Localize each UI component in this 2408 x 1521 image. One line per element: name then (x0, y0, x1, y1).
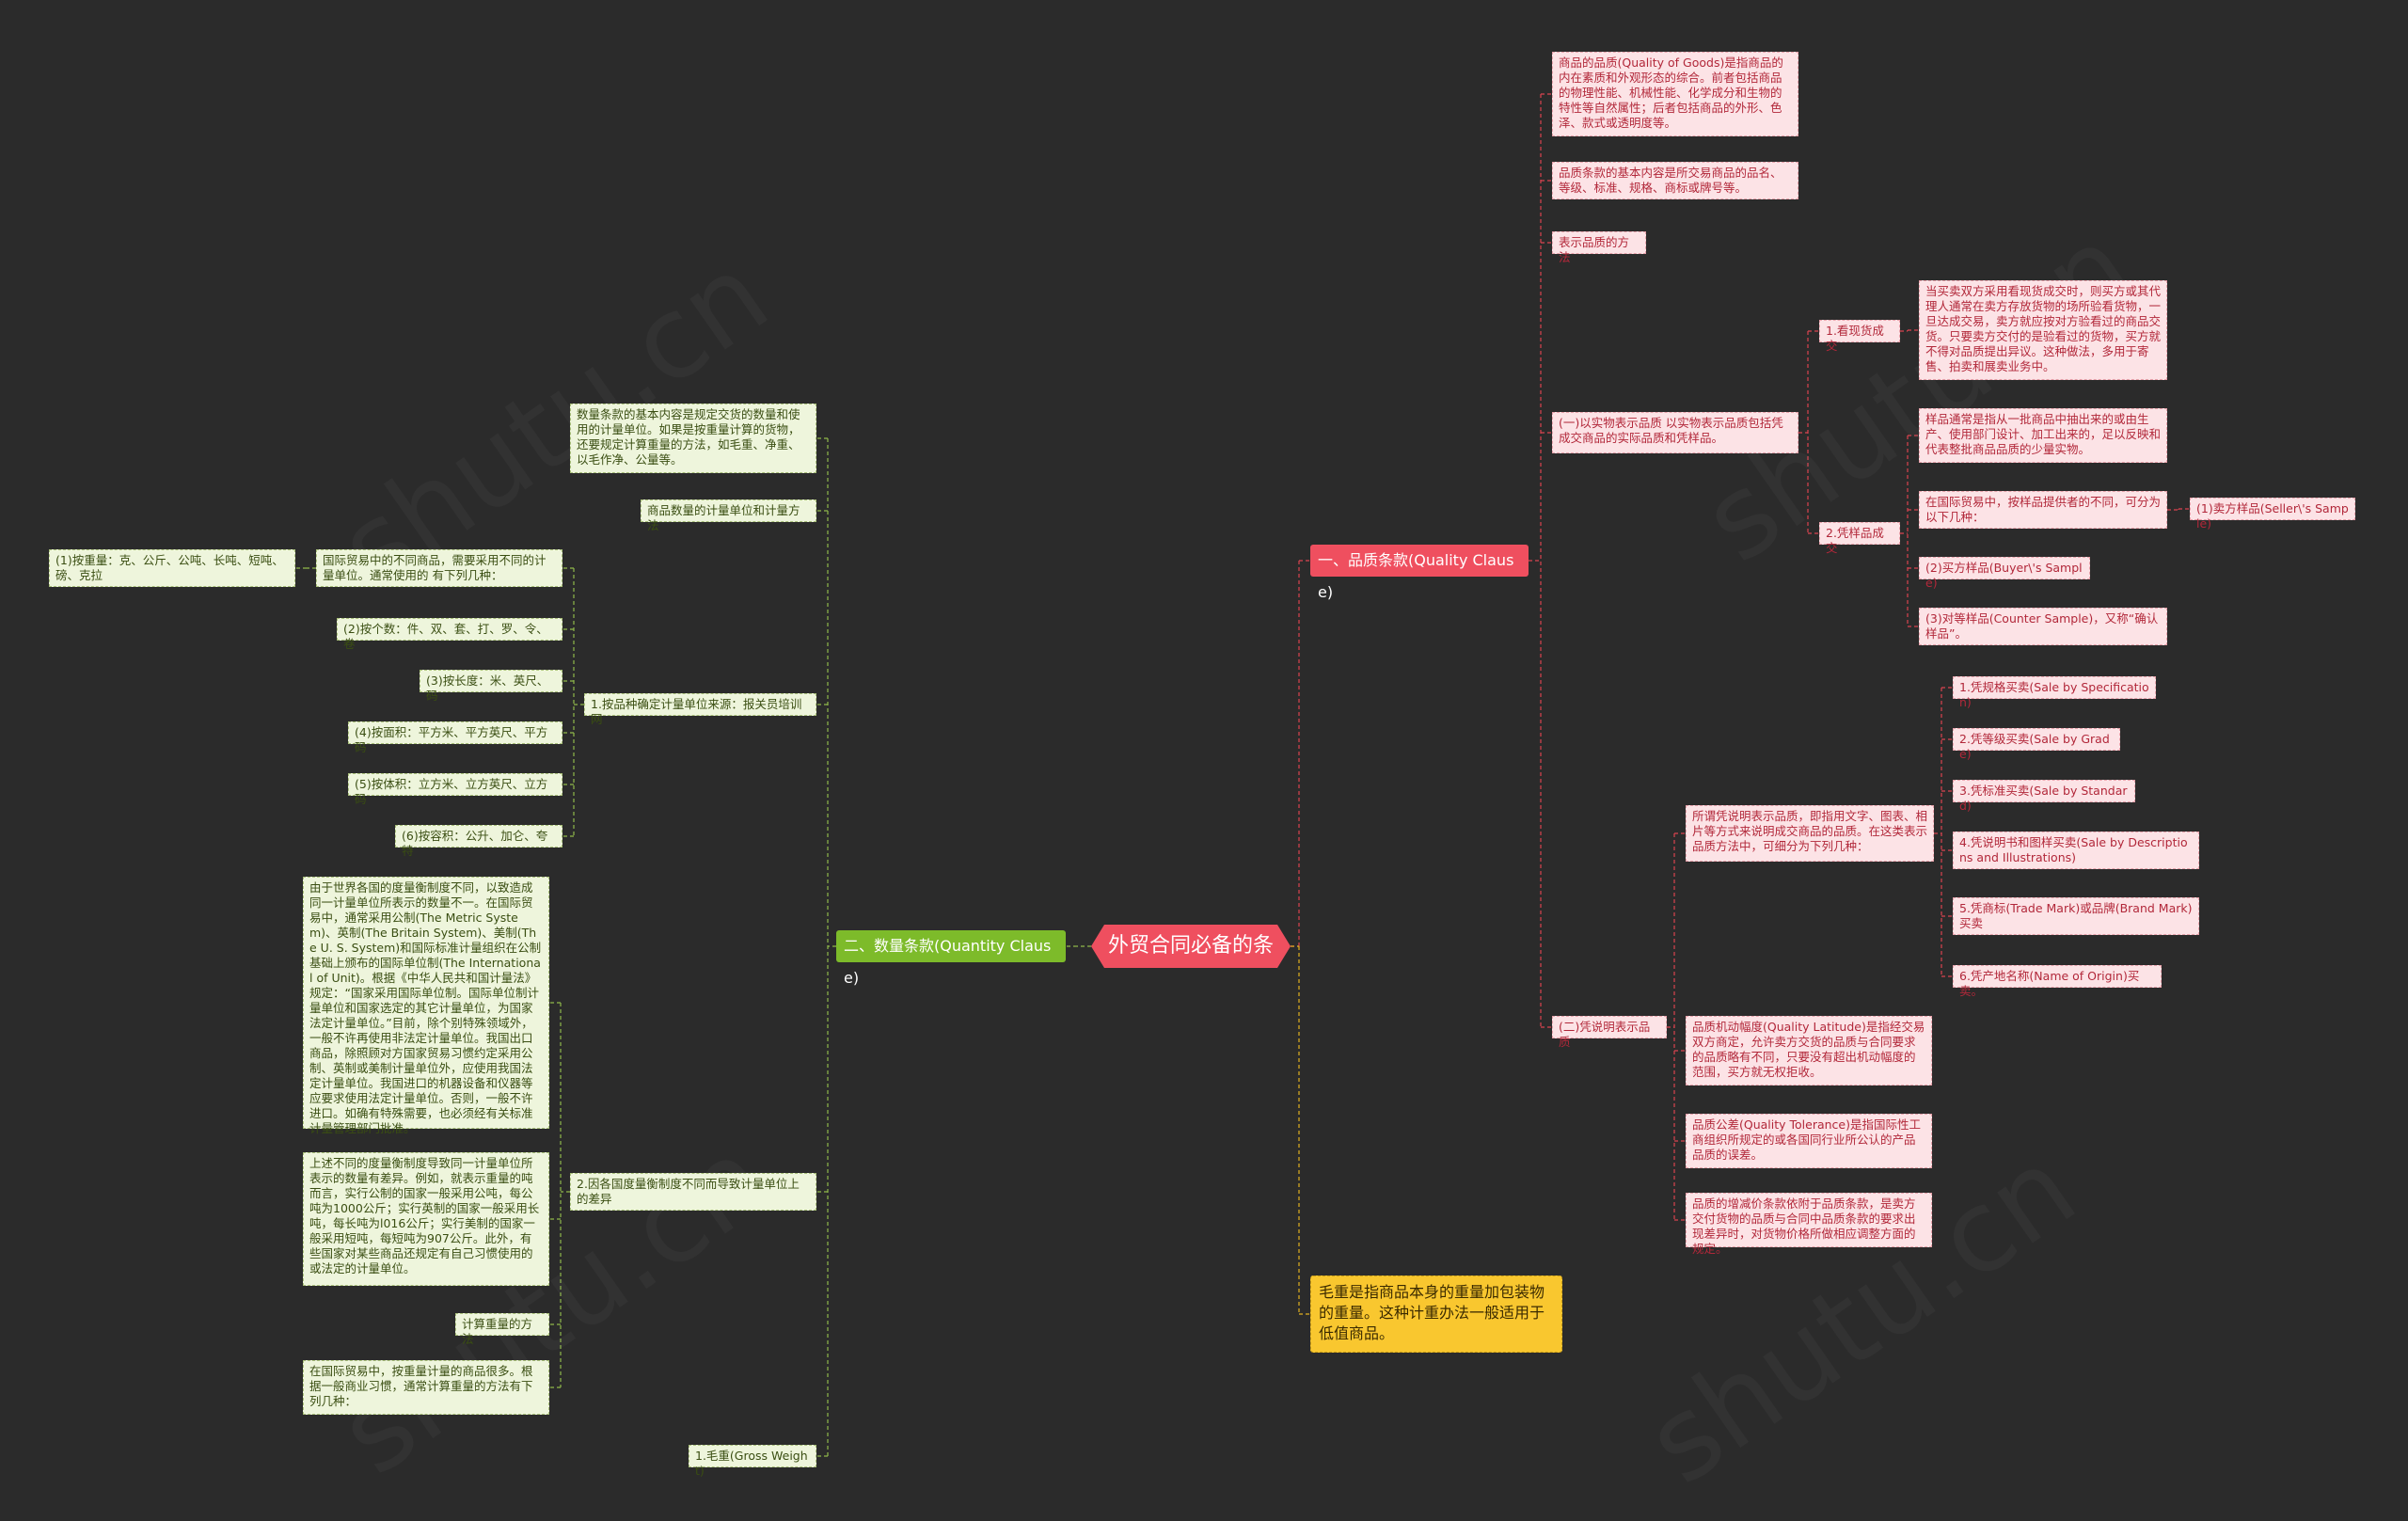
inspection-deal[interactable]: 1.看现货成交 (1819, 320, 1900, 353)
unit-capacity[interactable]: (6)按容积：公升、加仑、夸特 (395, 825, 562, 858)
description-item[interactable]: 1.凭规格买卖(Sale by Specification) (1953, 676, 2156, 709)
unit-area[interactable]: (4)按面积：平方米、平方英尺、平方码 (348, 721, 562, 754)
seller-sample[interactable]: (1)卖方样品(Seller\'s Sample) (2190, 498, 2355, 531)
quality-basic-content[interactable]: 品质条款的基本内容是所交易商品的品名、等级、标准、规格、商标或牌号等。 (1552, 162, 1798, 199)
quality-by-sample[interactable]: (一)以实物表示品质 以实物表示品质包括凭成交商品的实际品质和凭样品。 (1552, 412, 1798, 453)
units-intro[interactable]: 国际贸易中的不同商品，需要采用不同的计量单位。通常使用的 有下列几种： (316, 549, 562, 587)
sample-kinds[interactable]: 在国际贸易中，按样品提供者的不同，可分为以下几种： (1919, 491, 2167, 529)
unit-length[interactable]: (3)按长度：米、英尺、码 (420, 670, 562, 703)
weight-method-detail[interactable]: 在国际贸易中，按重量计量的商品很多。根据一般商业习惯，通常计算重量的方法有下列几… (303, 1360, 549, 1415)
quantity-basic-content[interactable]: 数量条款的基本内容是规定交货的数量和使用的计量单位。如果是按重量计算的货物，还要… (570, 404, 816, 473)
branch-quantity-clause[interactable]: 二、数量条款(Quantity Clause) (836, 930, 1066, 987)
description-item[interactable]: 4.凭说明书和图样买卖(Sale by Descriptions and Ill… (1953, 832, 2199, 869)
description-intro[interactable]: 所谓凭说明表示品质，即指用文字、图表、相片等方式来说明成交商品的品质。在这类表示… (1686, 805, 1934, 862)
units-by-variety[interactable]: 1.按品种确定计量单位来源：报关员培训网 (584, 693, 816, 726)
root-topic[interactable]: 外贸合同必备的条款 (1091, 925, 1291, 968)
inspection-deal-detail[interactable]: 当买卖双方采用看现货成交时，则买方或其代理人通常在卖方存放货物的场所验看货物，一… (1919, 280, 2167, 380)
branch-quality-clause[interactable]: 一、品质条款(Quality Clause) (1310, 545, 1529, 601)
description-item[interactable]: 3.凭标准买卖(Sale by Standard) (1953, 780, 2135, 813)
description-item[interactable]: 6.凭产地名称(Name of Origin)买卖。 (1953, 965, 2162, 998)
systems-detail-1[interactable]: 由于世界各国的度量衡制度不同，以致造成同一计量单位所表示的数量不一。在国际贸易中… (303, 877, 549, 1135)
description-item[interactable]: 5.凭商标(Trade Mark)或品牌(Brand Mark)买卖 (1953, 897, 2199, 935)
quality-tolerance[interactable]: 品质公差(Quality Tolerance)是指国际性工商组织所规定的或各国同… (1686, 1114, 1932, 1168)
watermark: shutu.cn (1681, 201, 2155, 588)
quality-latitude[interactable]: 品质机动幅度(Quality Latitude)是指经交易双方商定，允许卖方交货… (1686, 1016, 1932, 1085)
description-item[interactable]: 2.凭等级买卖(Sale by Grade) (1953, 728, 2120, 761)
unit-volume[interactable]: (5)按体积：立方米、立方英尺、立方码 (348, 773, 562, 806)
watermark: shutu.cn (1624, 1123, 2099, 1510)
quality-methods[interactable]: 表示品质的方法 (1552, 231, 1646, 264)
quality-price-clause[interactable]: 品质的增减价条款依附于品质条款，是卖方交付货物的品质与合同中品质条款的要求出现差… (1686, 1193, 1932, 1256)
sample-deal[interactable]: 2.凭样品成交 (1819, 522, 1900, 555)
gross-weight-note[interactable]: 毛重是指商品本身的重量加包装物的重量。这种计重办法一般适用于低值商品。 (1310, 1275, 1562, 1353)
systems-detail-2[interactable]: 上述不同的度量衡制度导致同一计量单位所表示的数量有差异。例如，就表示重量的吨而言… (303, 1152, 549, 1286)
counter-sample[interactable]: (3)对等样品(Counter Sample)，又称“确认样品”。 (1919, 608, 2167, 645)
buyer-sample[interactable]: (2)买方样品(Buyer\'s Sample) (1919, 557, 2090, 590)
units-by-system[interactable]: 2.因各国度量衡制度不同而导致计量单位上的差异 (570, 1173, 816, 1211)
gross-weight-item[interactable]: 1.毛重(Gross Weight) (689, 1445, 816, 1478)
quality-by-description[interactable]: (二)凭说明表示品质 (1552, 1016, 1667, 1049)
quality-definition[interactable]: 商品的品质(Quality of Goods)是指商品的内在素质和外观形态的综合… (1552, 52, 1798, 136)
unit-count[interactable]: (2)按个数：件、双、套、打、罗、令、卷 (337, 618, 562, 651)
quantity-units-title[interactable]: 商品数量的计量单位和计量方法 (641, 499, 816, 532)
unit-weight[interactable]: (1)按重量：克、公斤、公吨、长吨、短吨、磅、克拉 (49, 549, 295, 587)
weight-method[interactable]: 计算重量的方法 (455, 1313, 549, 1346)
sample-definition[interactable]: 样品通常是指从一批商品中抽出来的或由生产、使用部门设计、加工出来的，足以反映和代… (1919, 408, 2167, 463)
